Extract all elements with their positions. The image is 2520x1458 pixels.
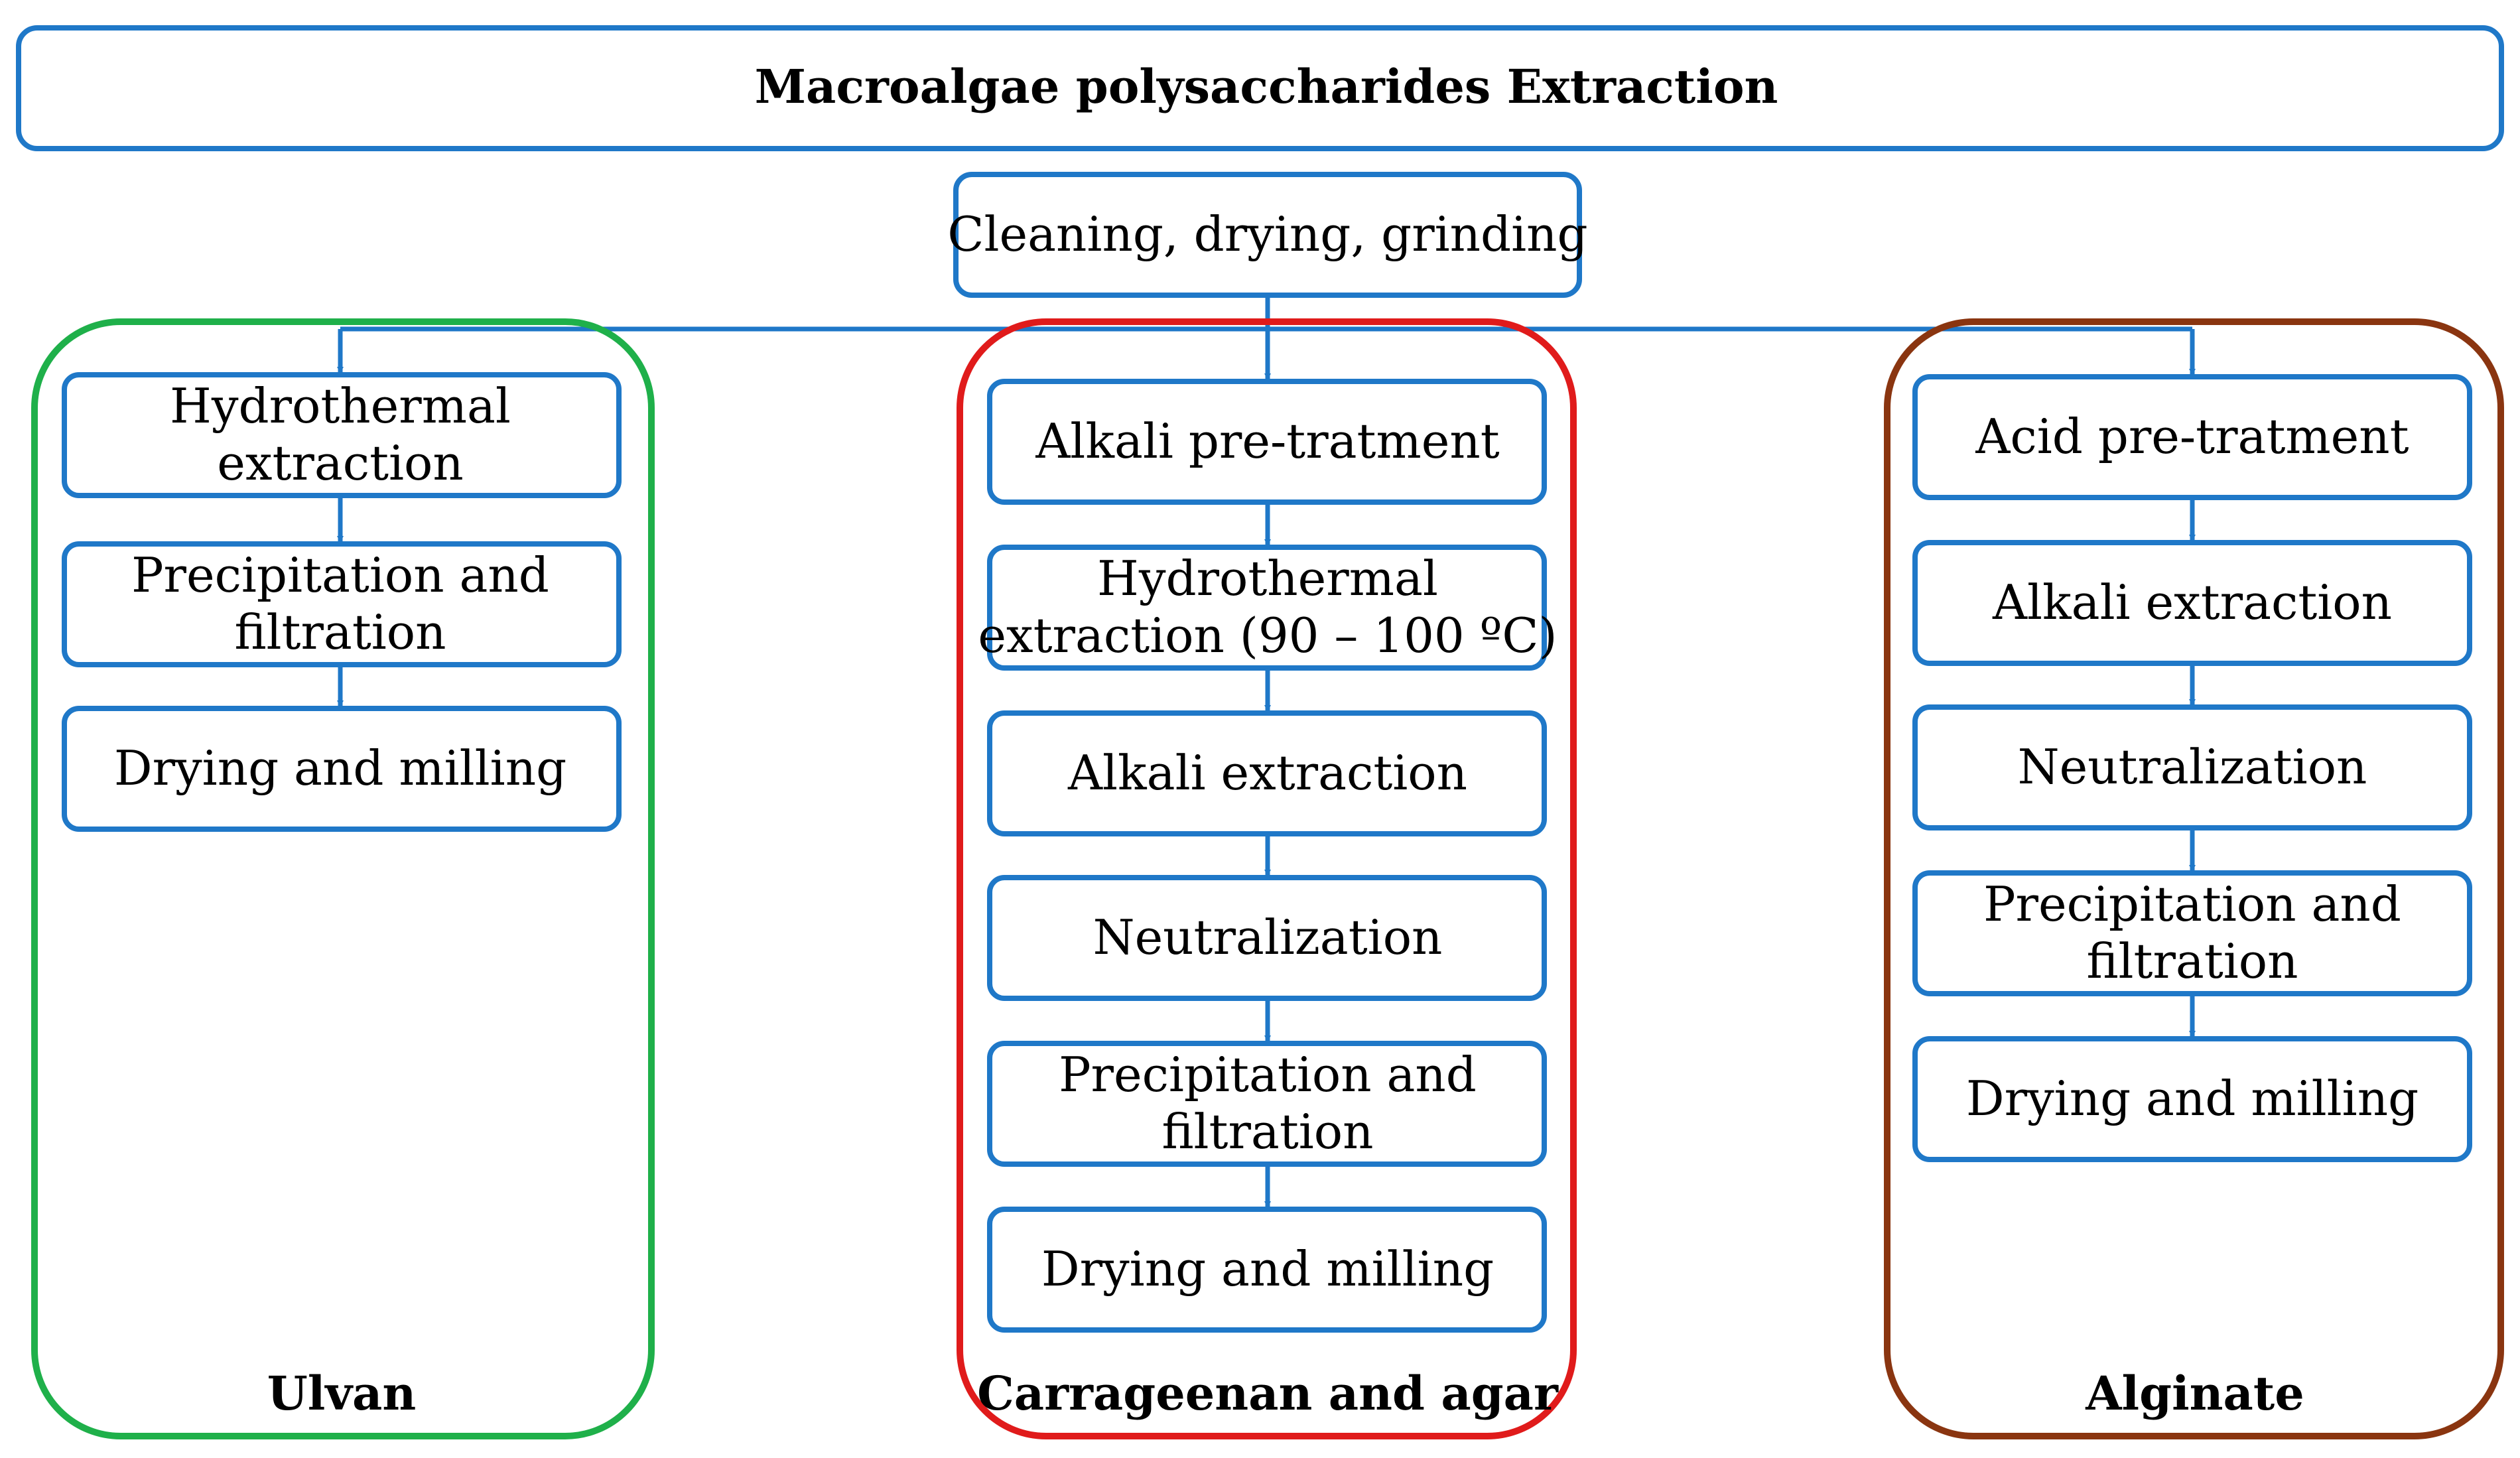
- ulvan-step-box: [62, 706, 622, 832]
- group-box-alginate: [1884, 318, 2504, 1439]
- carrageenan-step-box: [987, 545, 1547, 671]
- ulvan-step-box: [62, 372, 622, 498]
- carrageenan-step-label: Neutralization: [1093, 909, 1443, 965]
- carrageenan-step-box: [987, 1041, 1547, 1167]
- ulvan-step-box: [62, 541, 622, 667]
- carrageenan-step-box: [987, 1207, 1547, 1333]
- pretreatment-label: Cleaning, drying, grinding: [947, 206, 1587, 262]
- alginate-step-box: [1912, 870, 2472, 996]
- alginate-step-label: filtration: [2086, 933, 2298, 989]
- alginate-step-label: Alkali extraction: [1992, 574, 2392, 630]
- title-box: [16, 25, 2504, 151]
- group-label-carrageenan: Carrageenan and agar: [977, 1366, 1559, 1421]
- ulvan-step-label: Precipitation and: [131, 547, 549, 603]
- alginate-step-label: Drying and milling: [1966, 1071, 2419, 1126]
- alginate-step-label: Precipitation and: [1983, 876, 2401, 932]
- ulvan-step-label: Drying and milling: [114, 740, 566, 796]
- carrageenan-step-label: extraction (90 – 100 ºC): [978, 608, 1557, 663]
- ulvan-step-label: extraction: [217, 435, 464, 491]
- carrageenan-step-box: [987, 875, 1547, 1001]
- carrageenan-step-label: Alkali pre-tratment: [1035, 413, 1499, 469]
- alginate-step-box: [1912, 374, 2472, 500]
- alginate-step-label: Acid pre-tratment: [1975, 409, 2409, 464]
- alginate-step-box: [1912, 1036, 2472, 1162]
- carrageenan-step-label: Drying and milling: [1041, 1241, 1494, 1297]
- carrageenan-step-label: Alkali extraction: [1067, 745, 1467, 801]
- group-label-ulvan: Ulvan: [267, 1366, 417, 1421]
- carrageenan-step-label: filtration: [1161, 1104, 1373, 1160]
- diagram-title: Macroalgae polysaccharides Extraction: [755, 59, 1778, 114]
- carrageenan-step-label: Hydrothermal: [1097, 551, 1438, 606]
- alginate-step-box: [1912, 704, 2472, 830]
- alginate-step-label: Neutralization: [2018, 739, 2367, 795]
- ulvan-step-label: Hydrothermal: [170, 378, 511, 434]
- group-box-ulvan: [31, 318, 655, 1439]
- alginate-step-box: [1912, 540, 2472, 666]
- carrageenan-step-box: [987, 710, 1547, 836]
- group-label-alginate: Alginate: [2085, 1366, 2304, 1421]
- ulvan-step-label: filtration: [234, 604, 446, 660]
- group-box-carrageenan: [957, 318, 1577, 1439]
- carrageenan-step-label: Precipitation and: [1059, 1047, 1477, 1102]
- carrageenan-step-box: [987, 379, 1547, 505]
